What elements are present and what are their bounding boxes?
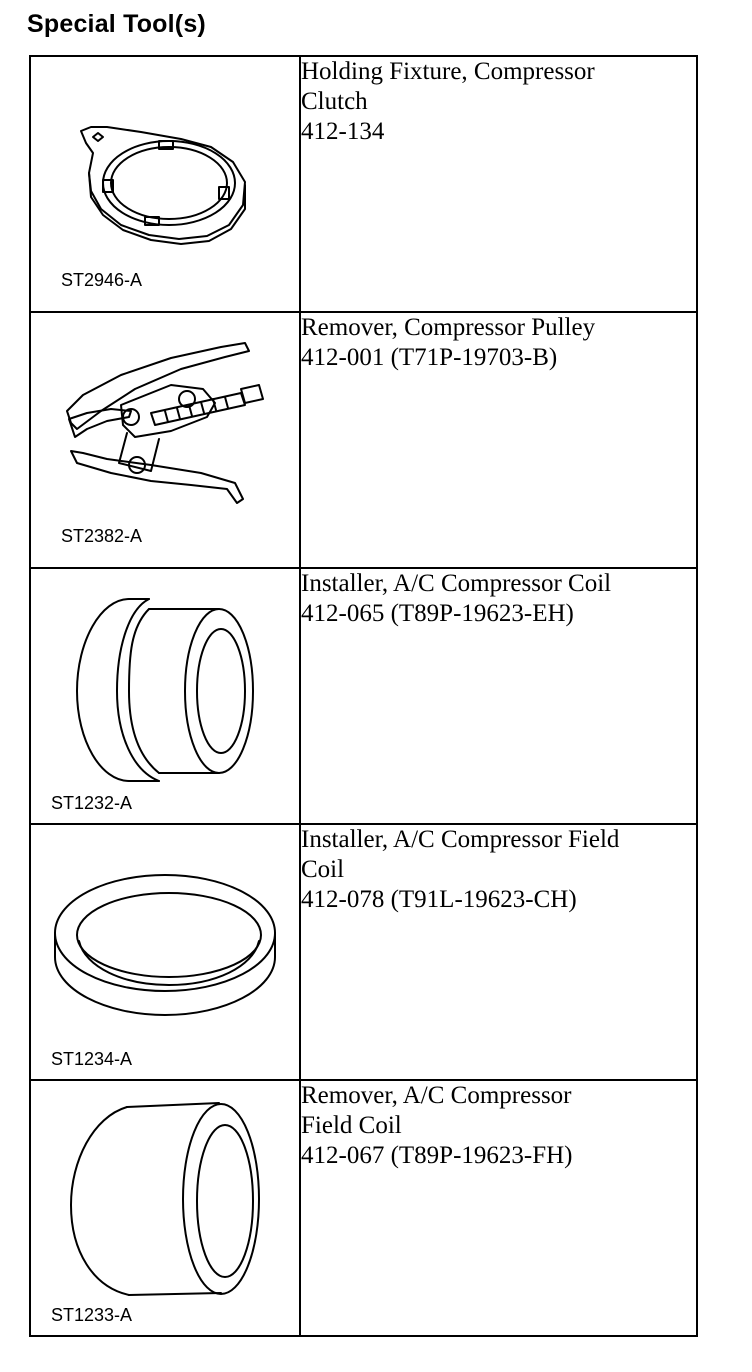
tool-description: Installer, A/C Compressor Field Coil 412… [301, 825, 696, 915]
tool-illustration-cell: ST1232-A [29, 567, 301, 825]
table-row: ST2946-A Holding Fixture, Compressor Clu… [29, 55, 698, 313]
holding-fixture-icon [80, 126, 246, 245]
description-line: Clutch [301, 88, 368, 115]
tool-illustration-cell: ST2946-A [29, 55, 301, 313]
part-number: 412-134 [301, 118, 385, 145]
tool-figure-code: ST1233-A [51, 1305, 133, 1325]
tool-figure-code: ST2382-A [61, 526, 143, 546]
tool-description: Remover, A/C Compressor Field Coil 412-0… [301, 1081, 696, 1171]
description-line: Remover, Compressor Pulley [301, 314, 596, 341]
pulley-remover-icon [66, 342, 264, 504]
field-coil-remover-icon [70, 1102, 260, 1296]
tool-illustration-cell: ST1234-A [29, 823, 301, 1081]
tool-description: Installer, A/C Compressor Coil 412-065 (… [301, 569, 696, 629]
tool-description-cell: Installer, A/C Compressor Coil 412-065 (… [299, 567, 698, 825]
field-coil-ring-icon [54, 874, 276, 1016]
tool-description-cell: Remover, A/C Compressor Field Coil 412-0… [299, 1079, 698, 1337]
tool-description-cell: Installer, A/C Compressor Field Coil 412… [299, 823, 698, 1081]
tool-description: Holding Fixture, Compressor Clutch 412-1… [301, 57, 696, 147]
special-tools-table: ST2946-A Holding Fixture, Compressor Clu… [29, 55, 698, 1337]
tool-figure-code: ST1234-A [51, 1049, 133, 1069]
description-line: Field Coil [301, 1112, 402, 1139]
part-number: 412-067 (T89P-19623-FH) [301, 1142, 573, 1169]
tool-figure-code: ST2946-A [61, 270, 143, 290]
description-line: Installer, A/C Compressor Coil [301, 570, 612, 597]
part-number: 412-065 (T89P-19623-EH) [301, 600, 574, 627]
coil-installer-icon [76, 598, 254, 782]
tool-description: Remover, Compressor Pulley 412-001 (T71P… [301, 313, 696, 373]
tool-description-cell: Holding Fixture, Compressor Clutch 412-1… [299, 55, 698, 313]
section-heading: Special Tool(s) [27, 10, 206, 38]
tool-illustration-cell: ST1233-A [29, 1079, 301, 1337]
tool-description-cell: Remover, Compressor Pulley 412-001 (T71P… [299, 311, 698, 569]
table-row: ST1232-A Installer, A/C Compressor Coil … [29, 567, 698, 825]
table-row: ST2382-A Remover, Compressor Pulley 412-… [29, 311, 698, 569]
description-line: Holding Fixture, Compressor [301, 58, 595, 85]
part-number: 412-078 (T91L-19623-CH) [301, 886, 577, 913]
description-line: Installer, A/C Compressor Field [301, 826, 620, 853]
part-number: 412-001 (T71P-19703-B) [301, 344, 558, 371]
table-row: ST1233-A Remover, A/C Compressor Field C… [29, 1079, 698, 1337]
tool-illustration-cell: ST2382-A [29, 311, 301, 569]
tool-figure-code: ST1232-A [51, 793, 133, 813]
description-line: Remover, A/C Compressor [301, 1082, 572, 1109]
table-row: ST1234-A Installer, A/C Compressor Field… [29, 823, 698, 1081]
description-line: Coil [301, 856, 345, 883]
